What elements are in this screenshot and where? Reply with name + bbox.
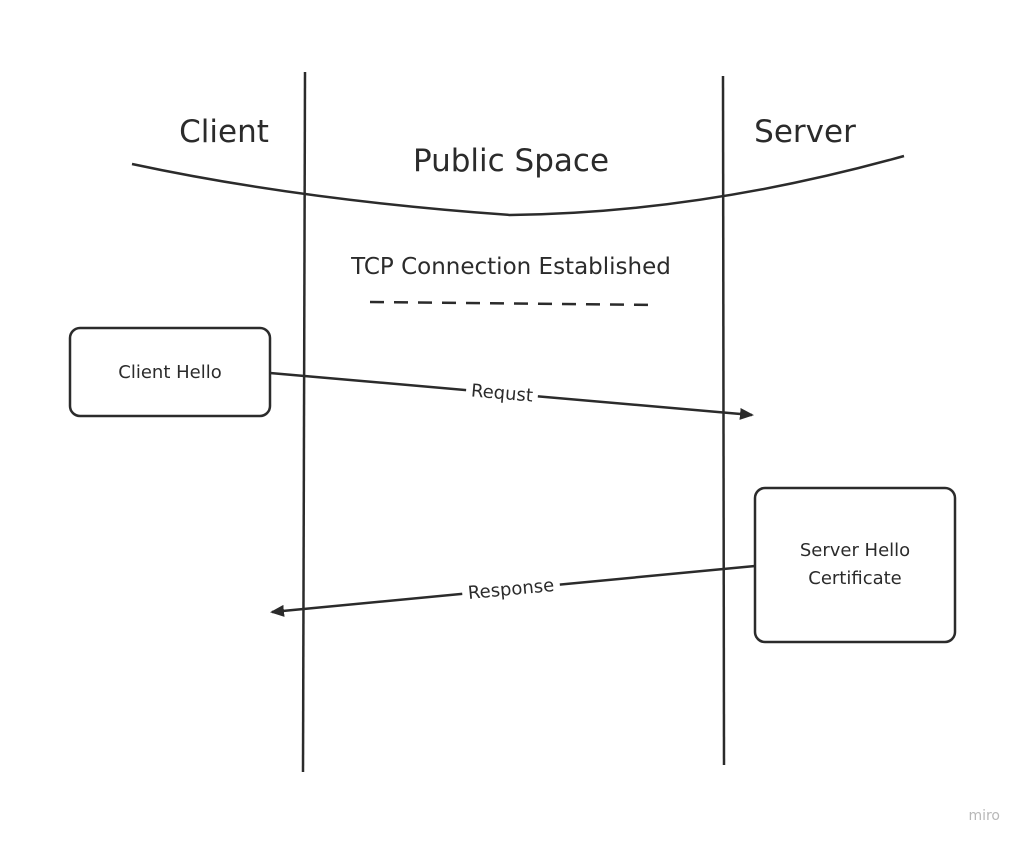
request-label-bg <box>465 376 539 410</box>
server-hello-text: Server Hello <box>800 540 910 561</box>
certificate-text: Certificate <box>808 568 902 589</box>
tcp-connection-caption: TCP Connection Established <box>350 254 671 280</box>
miro-watermark: miro <box>968 808 1000 824</box>
tcp-dashed-line <box>369 300 655 307</box>
response-label-bg <box>460 571 562 607</box>
client-boundary-line <box>301 71 307 773</box>
server-zone-label: Server <box>754 114 856 150</box>
client-zone-label: Client <box>179 114 269 150</box>
server-boundary-line <box>721 75 726 766</box>
server-hello-box: Server Hello Certificate <box>753 486 957 644</box>
public-space-zone-label: Public Space <box>413 143 609 179</box>
client-hello-box: Client Hello <box>68 326 272 418</box>
boundary-curve <box>131 154 905 217</box>
client-hello-text: Client Hello <box>118 362 221 383</box>
